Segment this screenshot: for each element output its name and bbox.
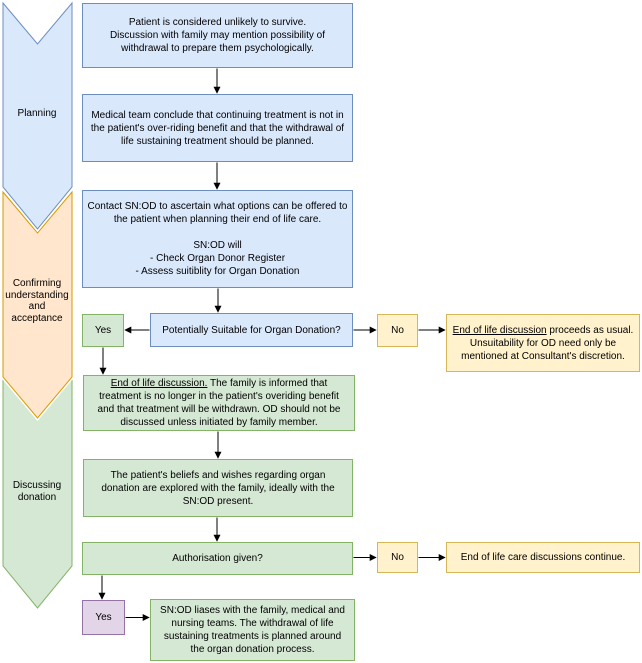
chevron-shape [2, 190, 73, 419]
node-suitable-no: No [377, 314, 418, 347]
node-beliefs-explored: The patient's beliefs and wishes regardi… [83, 459, 353, 517]
unsuitable-result-text: End of life discussion proceeds as usual… [453, 324, 634, 363]
phase-chevron-discussing [1, 372, 74, 612]
node-decision-authorisation: Authorisation given? [82, 542, 353, 575]
phase-label-planning: Planning [17, 108, 57, 119]
node-eol-continue-result: End of life care discussions continue. [446, 542, 640, 573]
chevron-shape [2, 1, 73, 230]
phase-label-discussing: Discussing donation [12, 480, 62, 503]
node-authorisation-no: No [377, 542, 418, 573]
eol-discussion-text: End of life discussion. The family is in… [98, 377, 341, 429]
node-authorisation-yes: Yes [82, 600, 125, 635]
phase-chevron-planning [1, 0, 74, 233]
node-unlikely-survive: Patient is considered unlikely to surviv… [82, 3, 353, 68]
node-unsuitable-result: End of life discussion proceeds as usual… [446, 314, 640, 372]
node-medical-team: Medical team conclude that continuing tr… [82, 94, 353, 162]
eol-discussion-lead: End of life discussion. [110, 378, 208, 389]
node-contact-snod: Contact SN:OD to ascertain what options … [82, 190, 353, 288]
node-eol-discussion: End of life discussion. The family is in… [83, 375, 355, 431]
unsuitable-result-lead: End of life discussion [452, 324, 547, 336]
unsuitable-result-rest: proceeds as usual. Unsuitability for OD … [461, 324, 634, 362]
phase-chevron-confirming [1, 186, 74, 422]
phase-label-confirming: Confirming understanding and acceptance [5, 278, 69, 324]
eol-discussion-rest: The family is informed that treatment is… [97, 378, 341, 428]
node-suitable-yes: Yes [82, 314, 124, 347]
node-decision-suitable: Potentially Suitable for Organ Donation? [150, 313, 353, 347]
node-snod-liaises: SN:OD liases with the family, medical an… [150, 599, 355, 661]
